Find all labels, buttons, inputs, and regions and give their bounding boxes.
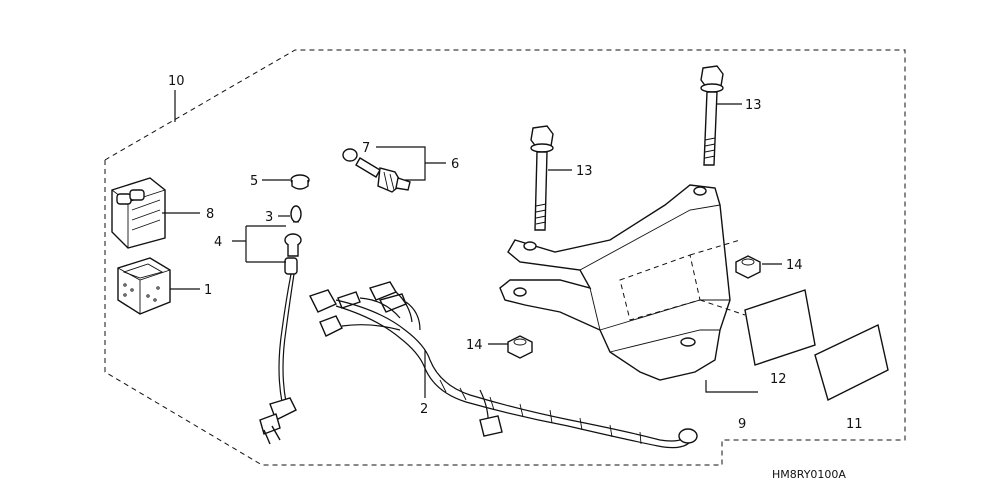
wire-harness-part-2 xyxy=(309,281,698,449)
callout-11: 11 xyxy=(846,417,863,432)
callout-9: 9 xyxy=(738,417,746,432)
nut-part-14-right xyxy=(735,255,761,279)
socket-harness-part-4 xyxy=(259,233,302,445)
callout-13-left: 13 xyxy=(576,164,593,179)
diagram-code: HM8RY0100A xyxy=(772,468,846,481)
callout-8: 8 xyxy=(206,207,214,222)
plug-part-5 xyxy=(290,174,310,190)
callout-3: 3 xyxy=(265,210,273,225)
holder-part-1 xyxy=(117,257,171,315)
callout-14-right: 14 xyxy=(786,258,803,273)
callout-10: 10 xyxy=(168,74,185,89)
callout-12: 12 xyxy=(770,372,787,387)
bolt-part-13-right xyxy=(700,65,724,166)
control-unit-part-8 xyxy=(111,177,166,249)
kit-boundary xyxy=(104,49,906,466)
callout-4: 4 xyxy=(214,235,222,250)
callout-14-left: 14 xyxy=(466,338,483,353)
bulb-part-3 xyxy=(290,205,302,223)
nut-part-14-left xyxy=(507,335,533,359)
callout-1: 1 xyxy=(204,283,212,298)
sensor-part-6 xyxy=(342,148,411,193)
callout-7: 7 xyxy=(362,141,370,156)
leader-lines xyxy=(162,90,782,398)
pad-part-12 xyxy=(744,289,816,366)
callout-2: 2 xyxy=(420,402,428,417)
callout-5: 5 xyxy=(250,174,258,189)
bracket-part-9 xyxy=(499,184,746,381)
callout-6: 6 xyxy=(451,157,459,172)
pad-part-11 xyxy=(814,323,889,402)
bolt-part-13-left xyxy=(530,125,554,231)
callout-13-right: 13 xyxy=(745,98,762,113)
